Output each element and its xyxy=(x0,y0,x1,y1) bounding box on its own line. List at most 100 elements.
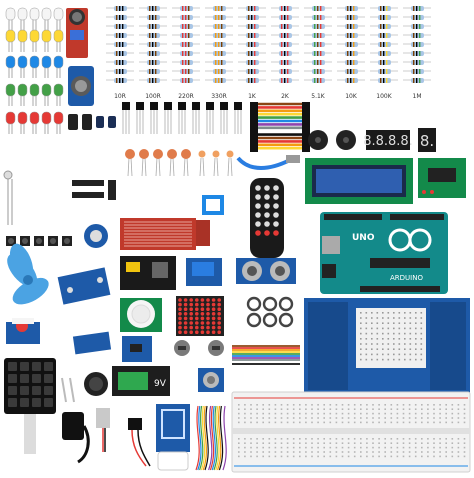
remote-button xyxy=(255,230,261,236)
resistor-label: 220R xyxy=(178,93,194,100)
battery-9v: 9V xyxy=(112,366,170,396)
accelerometer-module xyxy=(122,336,152,362)
resistor xyxy=(147,24,160,29)
push-buttons xyxy=(6,236,72,246)
resistor xyxy=(345,24,358,29)
resistor xyxy=(279,33,292,38)
resistor xyxy=(114,6,127,11)
resistor xyxy=(279,51,292,56)
resistor xyxy=(378,24,391,29)
joystick xyxy=(84,372,108,396)
resistor xyxy=(213,78,226,83)
resistor xyxy=(246,6,259,11)
resistor xyxy=(213,15,226,20)
led xyxy=(29,55,40,69)
usb-cable xyxy=(236,155,300,170)
keypad-key xyxy=(8,386,17,395)
remote-button xyxy=(264,230,270,236)
resistor xyxy=(180,78,193,83)
resistor xyxy=(345,33,358,38)
resistor xyxy=(180,42,193,47)
resistor xyxy=(345,78,358,83)
resistor xyxy=(246,51,259,56)
buzzers xyxy=(308,130,356,150)
resistor xyxy=(279,15,292,20)
resistor xyxy=(411,15,424,20)
ceramic-capacitor xyxy=(226,150,234,158)
tilt-sensor-module xyxy=(57,267,111,305)
resistor xyxy=(114,78,127,83)
ceramic-capacitor xyxy=(212,150,220,158)
ceramic-capacitors xyxy=(125,149,234,177)
seven-segment-4-digit: 8.8.8.8. xyxy=(363,130,413,150)
keypad-key xyxy=(8,362,17,371)
remote-button xyxy=(273,212,279,218)
hardware-rings xyxy=(246,296,294,328)
remote-button xyxy=(273,185,279,191)
battery-label: 9V xyxy=(154,379,167,389)
led xyxy=(5,83,16,97)
resistor xyxy=(147,60,160,65)
ring xyxy=(246,296,262,312)
resistor xyxy=(312,6,325,11)
led-rows xyxy=(5,7,64,134)
keypad-key xyxy=(20,398,29,407)
resistor xyxy=(312,42,325,47)
power-supply-module xyxy=(120,256,176,290)
resistor xyxy=(114,33,127,38)
pin-headers xyxy=(72,180,116,200)
remote-button xyxy=(273,194,279,200)
resistor xyxy=(180,51,193,56)
keypad-key xyxy=(8,398,17,407)
resistor xyxy=(246,78,259,83)
resistor xyxy=(147,15,160,20)
led xyxy=(17,29,28,43)
resistor xyxy=(345,69,358,74)
ceramic-capacitor xyxy=(139,149,149,159)
keypad-key xyxy=(20,374,29,383)
remote-button xyxy=(255,194,261,200)
resistor xyxy=(378,15,391,20)
resistor xyxy=(114,42,127,47)
resistor xyxy=(411,6,424,11)
resistor-label: 10K xyxy=(345,93,358,100)
resistor xyxy=(147,33,160,38)
led xyxy=(41,111,52,125)
resistor xyxy=(213,69,226,74)
remote-button xyxy=(255,185,261,191)
resistor xyxy=(147,78,160,83)
resistor xyxy=(279,78,292,83)
transistor xyxy=(136,102,144,110)
resistor xyxy=(312,69,325,74)
resistor-label: 10R xyxy=(114,93,126,100)
led xyxy=(17,7,28,21)
resistor xyxy=(345,42,358,47)
resistor xyxy=(378,69,391,74)
resistor xyxy=(114,69,127,74)
fan-propeller xyxy=(7,243,49,305)
remote-button xyxy=(264,221,270,227)
led xyxy=(41,29,52,43)
resistor xyxy=(378,42,391,47)
ceramic-capacitor xyxy=(125,149,135,159)
resistor xyxy=(246,15,259,20)
capacitors xyxy=(68,114,116,130)
sensors-left xyxy=(3,170,13,225)
relay-module xyxy=(186,258,222,286)
breadboard-large xyxy=(231,391,471,473)
ceramic-capacitor xyxy=(181,149,191,159)
resistor xyxy=(180,15,193,20)
dupont-wires-bundle xyxy=(195,405,227,471)
resistor xyxy=(378,6,391,11)
transistor xyxy=(164,102,172,110)
keypad-key xyxy=(44,362,53,371)
led xyxy=(5,111,16,125)
resistor xyxy=(312,51,325,56)
keypad-key xyxy=(44,374,53,383)
resistor xyxy=(411,60,424,65)
resistor xyxy=(279,60,292,65)
stepper-motor xyxy=(68,66,94,106)
led xyxy=(53,111,64,125)
rfid-reader xyxy=(156,404,190,471)
